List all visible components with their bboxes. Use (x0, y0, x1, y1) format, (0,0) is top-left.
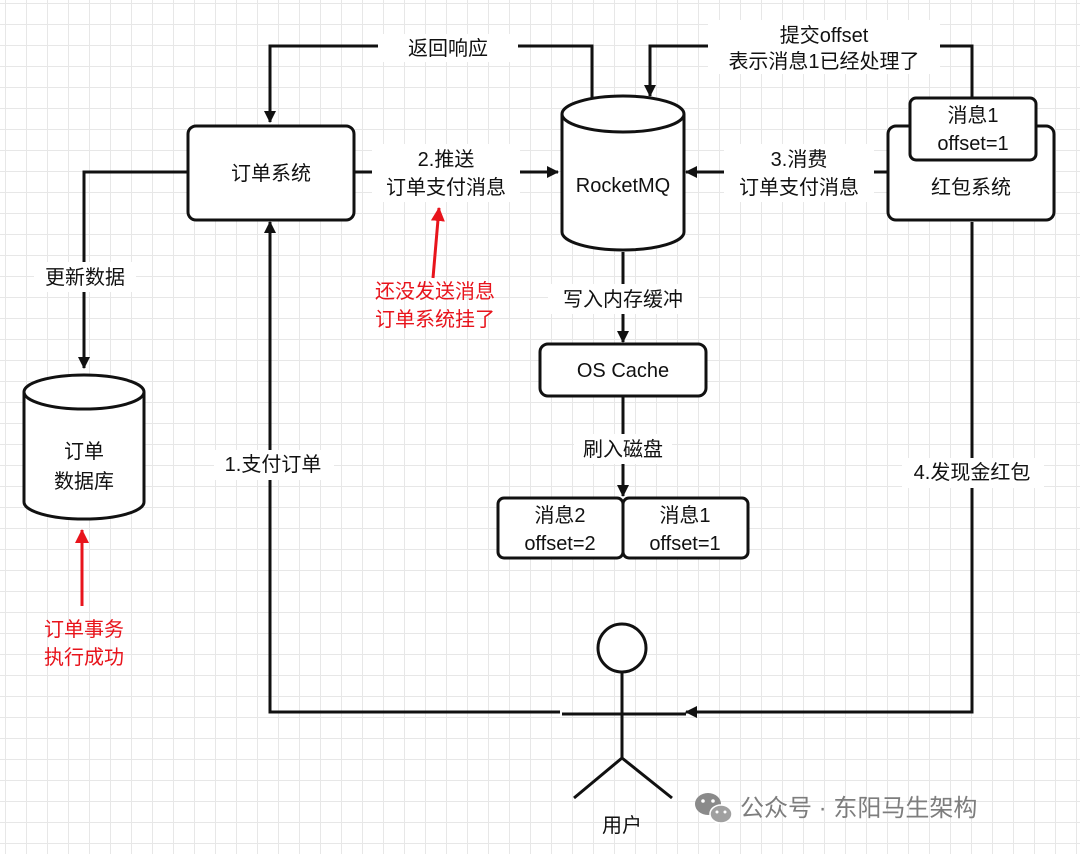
push-label-line2: 订单支付消息 (386, 176, 506, 199)
user-actor (562, 622, 686, 800)
update-data-arrow (78, 170, 188, 369)
commit-offset-label-line1: 提交offset (780, 24, 869, 47)
write-memory-label-bg (548, 284, 698, 314)
crash-annotation-line1: 还没发送消息 (375, 280, 495, 303)
disk-message-1-title: 消息1 (659, 504, 710, 527)
order-db-node (22, 373, 146, 521)
consumed-message-offset: offset=1 (937, 133, 1008, 155)
pay-order-label-bg (214, 450, 334, 480)
issue-redpacket-label-bg (902, 458, 1044, 488)
rocketmq-label: RocketMQ (576, 175, 670, 197)
pay-order-label: 1.支付订单 (225, 453, 322, 476)
rocketmq-node (560, 94, 686, 252)
consume-label-line2: 订单支付消息 (739, 176, 859, 199)
write-memory-label: 写入内存缓冲 (563, 288, 683, 311)
commit-offset-label-bg (708, 20, 940, 74)
order-db-label-line2: 数据库 (54, 470, 114, 493)
pay-order-arrow (264, 221, 560, 714)
flush-disk-label-bg (574, 434, 672, 464)
crash-annotation-line2: 订单系统挂了 (375, 308, 495, 331)
disk-message-1-offset: offset=1 (649, 533, 720, 555)
flush-disk-label: 刷入磁盘 (583, 438, 663, 461)
consumed-message-title: 消息1 (947, 104, 998, 127)
update-data-label-bg (34, 262, 136, 292)
tx-annotation-line2: 执行成功 (44, 646, 124, 669)
consumed-message-box (908, 96, 1038, 162)
order-system-label: 订单系统 (231, 162, 311, 185)
order-db-label-line1: 订单 (64, 440, 104, 463)
push-label-line1: 2.推送 (418, 148, 475, 171)
os-cache-node (538, 342, 708, 398)
order-system-node (186, 124, 356, 222)
update-data-label: 更新数据 (45, 266, 125, 289)
commit-offset-label-line2: 表示消息1已经处理了 (728, 50, 919, 73)
redpacket-system-label: 红包系统 (931, 176, 1011, 199)
crash-annotation-arrow (430, 207, 445, 279)
consume-label-bg (724, 144, 874, 202)
issue-redpacket-arrow (685, 222, 974, 718)
return-response-label-bg (378, 34, 518, 62)
user-label: 用户 (602, 814, 642, 837)
tx-annotation-line1: 订单事务 (44, 618, 124, 641)
wechat-icon (695, 793, 733, 824)
disk-message-2-offset: offset=2 (524, 533, 595, 555)
watermark-text: 公众号 · 东阳马生架构 (740, 795, 977, 822)
os-cache-label: OS Cache (577, 360, 669, 382)
issue-redpacket-label: 4.发现金红包 (914, 461, 1031, 484)
disk-message-2-title: 消息2 (534, 504, 585, 527)
consume-label-line1: 3.消费 (771, 148, 828, 171)
push-label-bg (372, 144, 520, 202)
return-response-label: 返回响应 (408, 37, 488, 60)
disk-message-1-box (621, 496, 750, 560)
